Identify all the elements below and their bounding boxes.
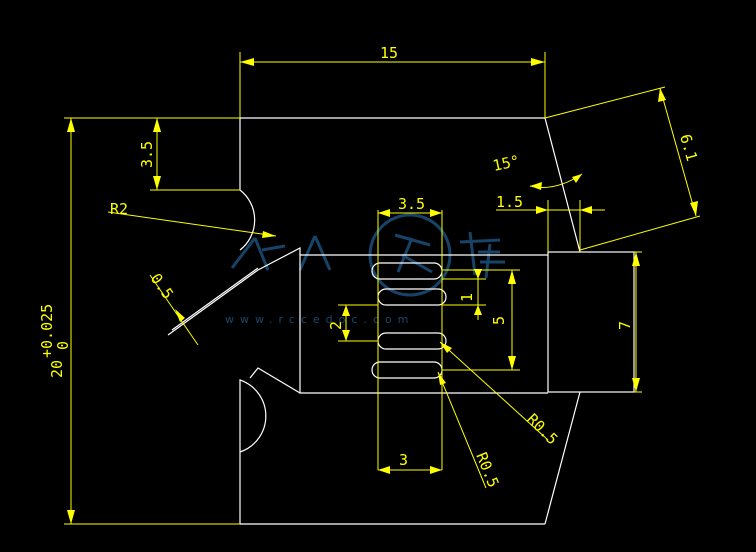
dim-20-base: 20 (48, 360, 66, 378)
dim-20-tolerance: 20 +0.025 0 (38, 304, 72, 378)
dim-3-5-left: 3.5 (138, 141, 156, 168)
right-taper-top (544, 117, 581, 253)
wedge-pocket (167, 247, 548, 394)
dim-r0-5-bottom: R0.5 (472, 450, 502, 490)
dim-15-deg: 15° (491, 152, 521, 175)
dim-20-upper: +0.025 (38, 304, 56, 358)
left-edge-bottom (239, 379, 267, 524)
slot-2 (377, 288, 447, 306)
wedge-tip (171, 267, 259, 331)
right-block (547, 251, 635, 393)
dim-r2: R2 (110, 200, 128, 218)
left-edge-top (239, 118, 256, 251)
dim-3-5-slot: 3.5 (398, 195, 425, 213)
dimension-labels: 15 3.5 R2 0.5 20 +0.025 0 3.5 15° 1.5 6.… (38, 44, 701, 490)
dimensions (64, 52, 701, 525)
dim-2: 2 (327, 321, 345, 330)
slot-3 (377, 332, 447, 350)
dim-3: 3 (399, 451, 408, 469)
dim-r0-5-right: R0.5 (523, 410, 561, 448)
dim-7: 7 (616, 321, 634, 330)
dim-20-lower: 0 (54, 341, 72, 350)
right-taper-bottom (544, 391, 581, 525)
dim-5: 5 (490, 316, 508, 325)
dim-1-5: 1.5 (496, 193, 523, 211)
dim-1: 1 (458, 293, 476, 302)
dim-15: 15 (380, 44, 398, 62)
slot-4 (371, 361, 443, 379)
dim-0-5: 0.5 (147, 270, 177, 303)
svg-text:www.rccedoc.com: www.rccedoc.com (225, 313, 414, 326)
